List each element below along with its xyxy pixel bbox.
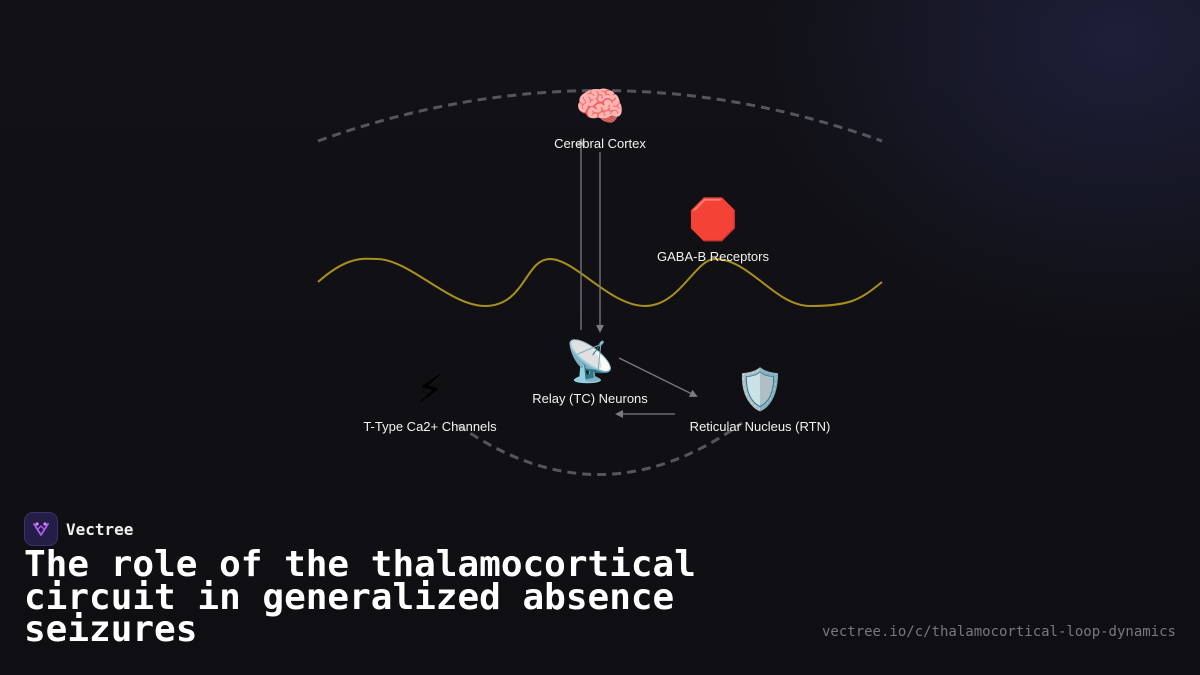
page-title: The role of the thalamocortical circuit …: [24, 544, 696, 650]
source-url[interactable]: vectree.io/c/thalamocortical-loop-dynami…: [821, 624, 1176, 640]
node-t-type-channels: ⚡ T-Type Ca2+ Channels: [363, 367, 496, 434]
cortex-arc: [317, 89, 883, 143]
node-label: Cerebral Cortex: [554, 136, 646, 151]
node-label: T-Type Ca2+ Channels: [363, 419, 497, 434]
node-label: GABA-B Receptors: [657, 249, 769, 264]
node-gaba-b-receptors: 🛑 GABA-B Receptors: [657, 197, 769, 264]
node-cerebral-cortex: 🧠 Cerebral Cortex: [554, 84, 646, 151]
node-label: Reticular Nucleus (RTN): [689, 419, 831, 434]
node-reticular-nucleus: 🛡️ Reticular Nucleus (RTN): [690, 367, 831, 434]
brand[interactable]: Vectree: [24, 512, 133, 546]
arrow-relay-to-rtn: [618, 357, 698, 397]
vectree-logo-icon: [24, 512, 58, 546]
satellite-antenna-icon: 📡: [565, 339, 615, 385]
lightning-icon: ⚡: [415, 367, 445, 413]
thalamus-arc: [457, 421, 743, 476]
node-label: Relay (TC) Neurons: [532, 391, 648, 406]
shield-icon: 🛡️: [735, 367, 785, 413]
spike-wave-oscillation: [317, 257, 883, 308]
stop-sign-icon: 🛑: [688, 197, 738, 243]
brand-name: Vectree: [66, 519, 134, 539]
brain-icon: 🧠: [575, 84, 625, 130]
node-relay-neurons: 📡 Relay (TC) Neurons: [532, 339, 648, 406]
